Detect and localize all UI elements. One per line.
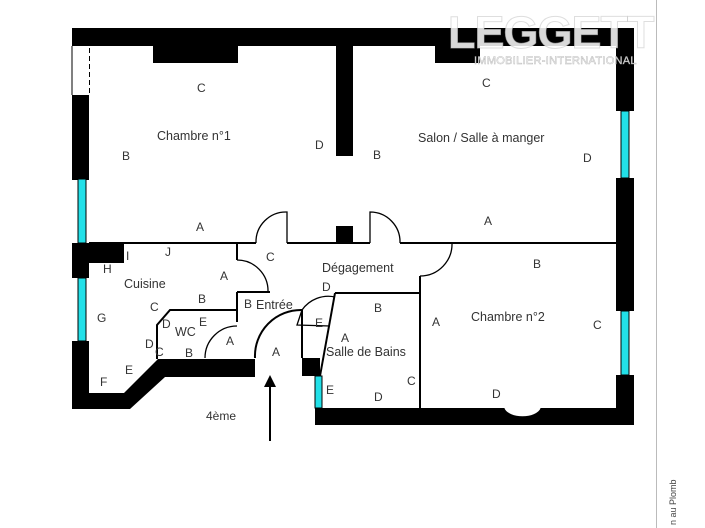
wall-label: C — [155, 345, 164, 359]
wall-label: B — [122, 149, 131, 163]
watermark-logo: LEGGETT — [448, 7, 655, 58]
room-label-wc: WC — [175, 325, 196, 339]
wall-label: D — [492, 387, 501, 401]
floor-label: 4ème — [206, 409, 237, 423]
wall-label: D — [322, 280, 331, 294]
wall-label: H — [103, 262, 112, 276]
wall-label: C — [150, 300, 159, 314]
wall-label: C — [407, 374, 416, 388]
doors — [204, 211, 541, 417]
walls — [72, 28, 634, 425]
wall-label: B — [198, 292, 207, 306]
wall-label: F — [100, 375, 108, 389]
side-caption: n au Plomb — [668, 479, 678, 525]
wall-label: J — [165, 245, 171, 259]
wall-label: I — [126, 249, 130, 263]
room-label-salle-de-bains: Salle de Bains — [326, 345, 406, 359]
room-label-cuisine: Cuisine — [124, 277, 166, 291]
watermark-subtitle: IMMOBILIER-INTERNATIONAL — [474, 55, 637, 67]
wall-label: B — [374, 301, 383, 315]
wall-label: D — [583, 151, 592, 165]
wall-label: A — [196, 220, 205, 234]
wall-label: G — [97, 311, 107, 325]
wall-label: C — [593, 318, 602, 332]
side-divider — [656, 0, 657, 528]
entrance-arrow-icon — [264, 375, 276, 441]
wall-label: A — [484, 214, 493, 228]
wall-label: E — [326, 383, 335, 397]
wall-label: D — [145, 337, 154, 351]
wall-label: D — [162, 317, 171, 331]
wall-label: B — [533, 257, 542, 271]
wall-label: C — [482, 76, 491, 90]
wall-label: E — [125, 363, 134, 377]
wall-label: E — [315, 316, 324, 330]
wall-label: B — [244, 297, 253, 311]
room-label-degagement: Dégagement — [322, 261, 394, 275]
wall-label: A — [432, 315, 441, 329]
wall-label: C — [266, 250, 275, 264]
wall-label: E — [199, 315, 208, 329]
wall-label: A — [272, 345, 281, 359]
room-label-chambre1: Chambre n°1 — [157, 129, 231, 143]
wall-label: B — [373, 148, 382, 162]
room-label-chambre2: Chambre n°2 — [471, 310, 545, 324]
wall-label: D — [315, 138, 324, 152]
windows — [77, 110, 630, 409]
interior-walls — [89, 242, 616, 408]
wall-label: A — [341, 331, 350, 345]
wall-label: A — [220, 269, 229, 283]
room-label-entree: Entrée — [256, 298, 293, 312]
wall-label: C — [197, 81, 206, 95]
wall-label: D — [374, 390, 383, 404]
room-label-salon: Salon / Salle à manger — [418, 131, 545, 145]
wall-label: B — [185, 346, 194, 360]
wall-label: A — [226, 334, 235, 348]
